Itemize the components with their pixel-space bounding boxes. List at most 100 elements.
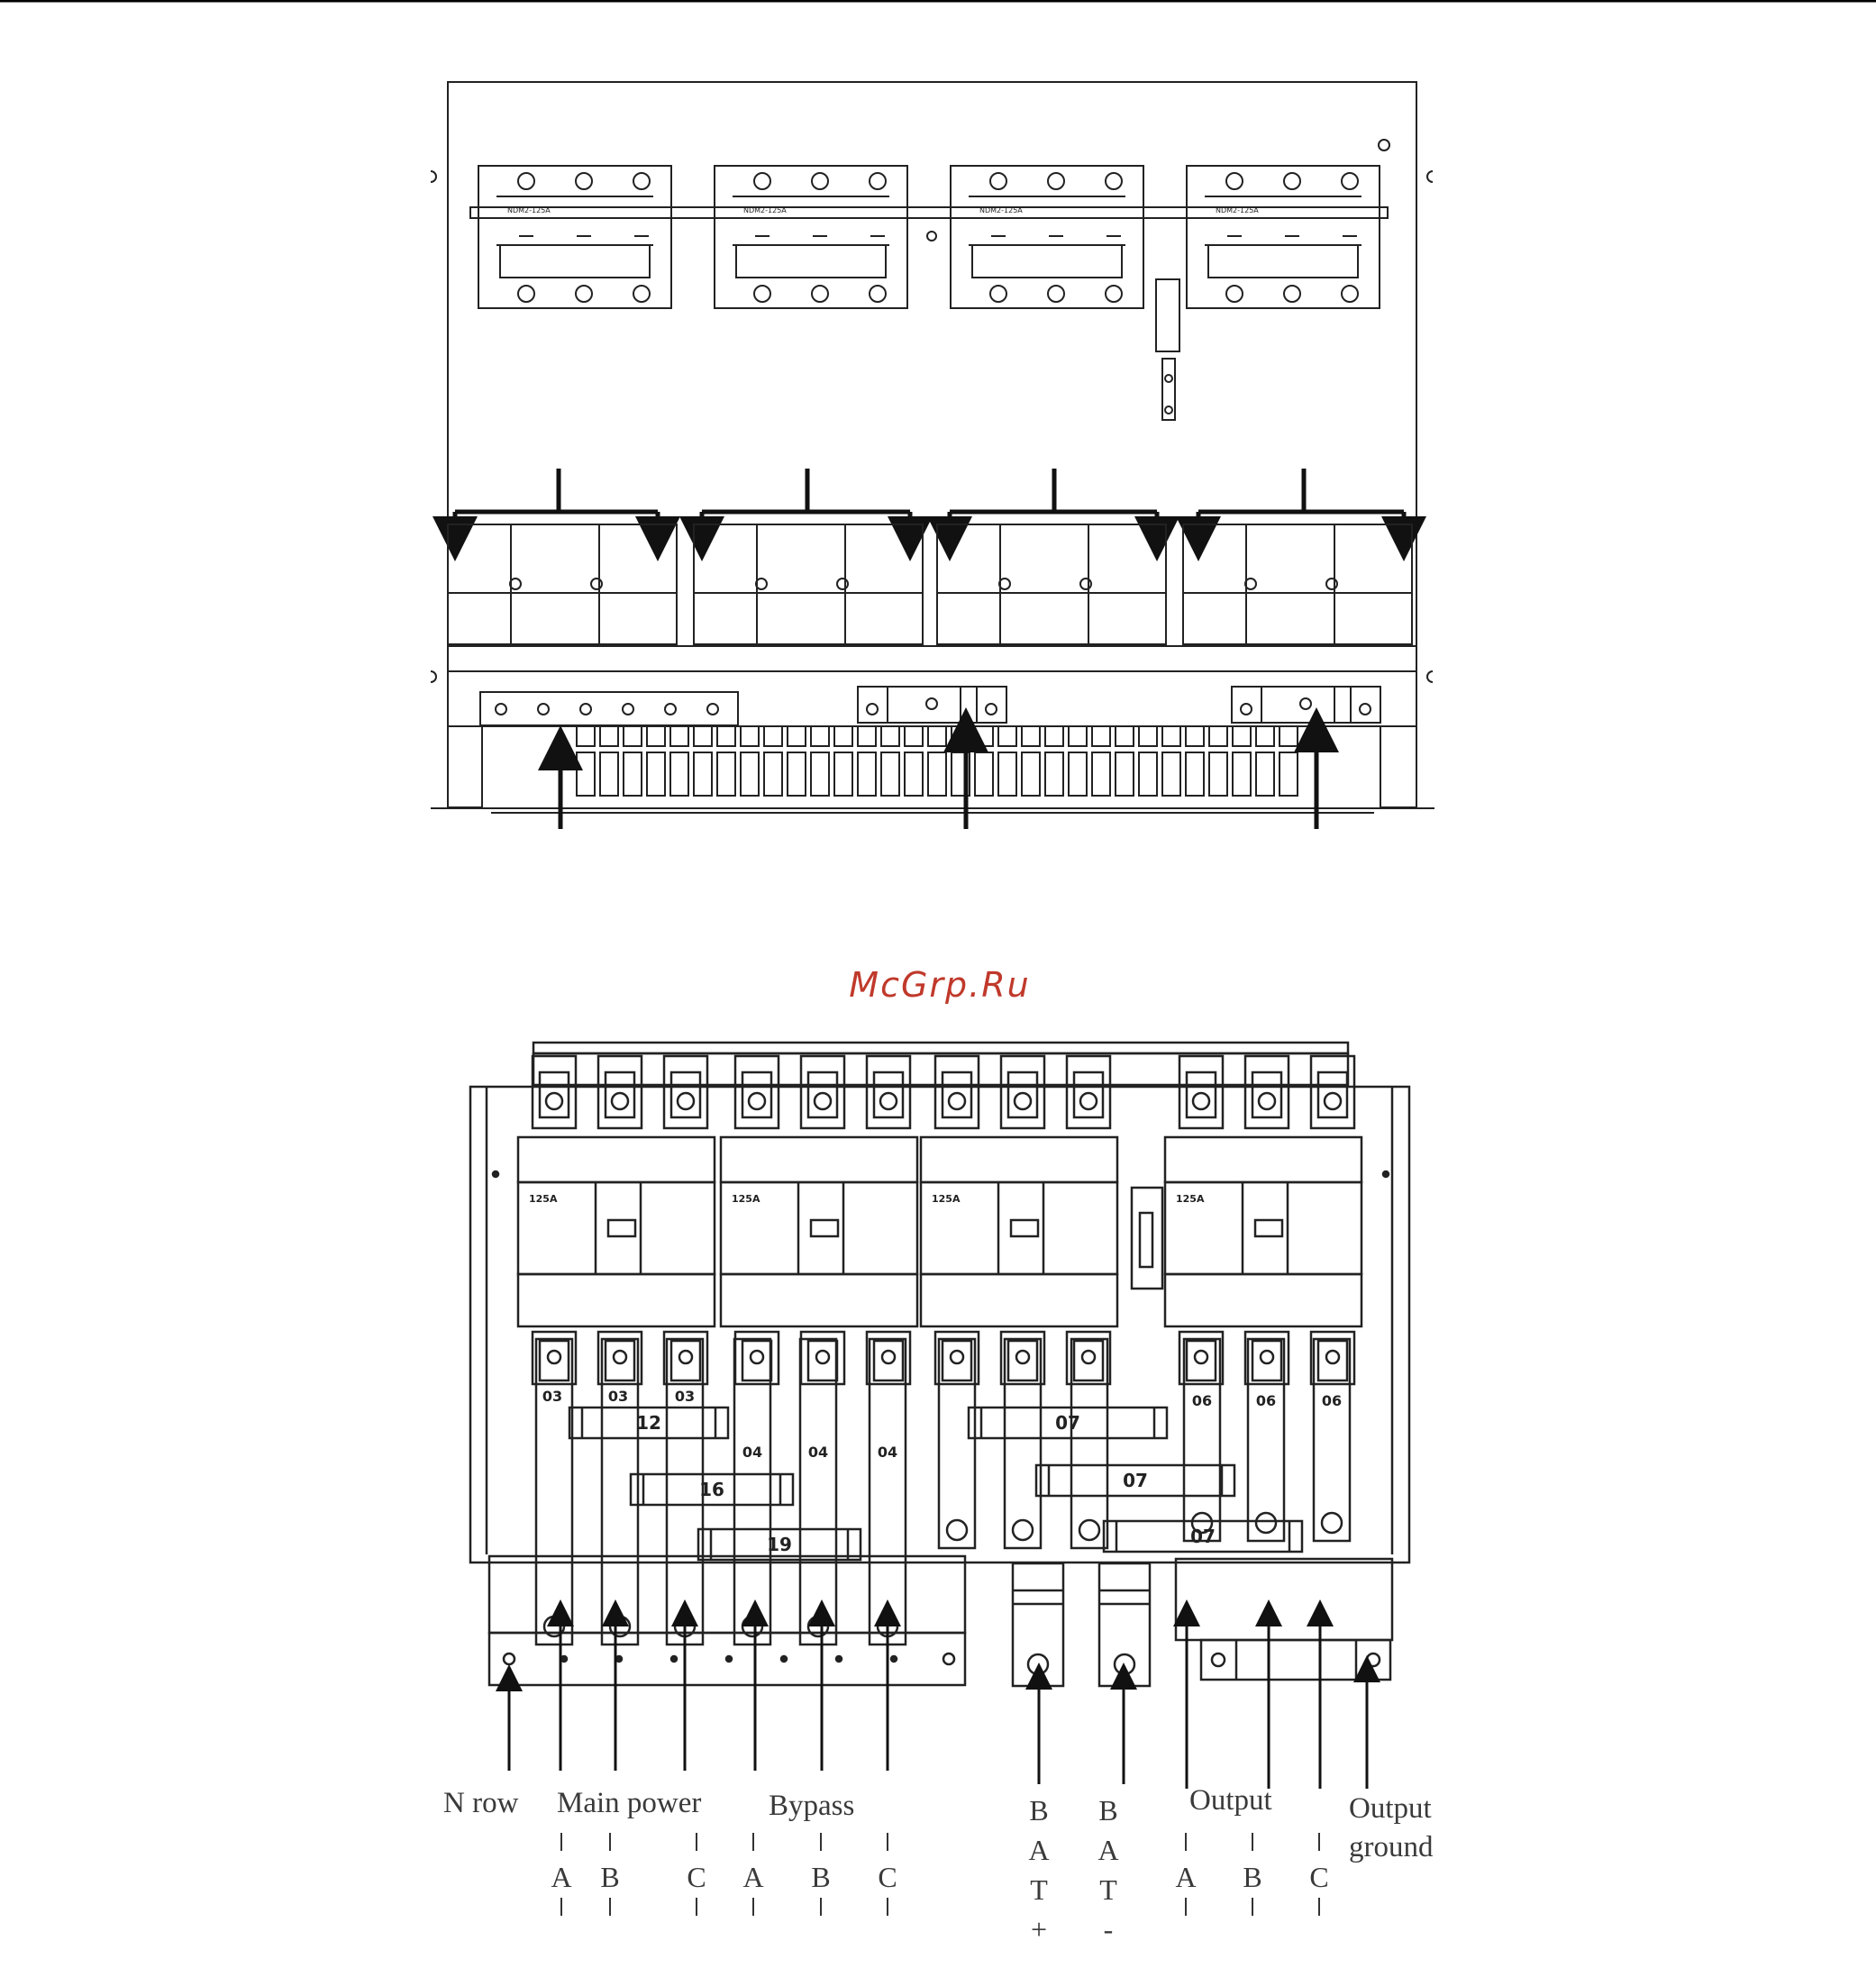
- vent-slot: [1280, 726, 1298, 746]
- terminal-screw: [837, 579, 848, 589]
- top-lug-screw: [1080, 1093, 1097, 1109]
- breaker-switch-row: [972, 245, 1122, 278]
- svg-text:A: A: [1175, 1861, 1196, 1893]
- vent-slot: [834, 752, 852, 796]
- svg-text:B: B: [1243, 1861, 1261, 1893]
- terminal-screw: [1226, 286, 1243, 302]
- bar-terminal-hole: [1079, 1520, 1099, 1540]
- vent-slot: [1045, 752, 1063, 796]
- label-bat-minus: BAT-: [1097, 1794, 1118, 1945]
- top-lug: [1318, 1072, 1347, 1117]
- bottom-lug: [1252, 1341, 1281, 1380]
- bar-number: 16: [699, 1479, 724, 1500]
- terminal-block-3: [937, 524, 1166, 644]
- side-panel: [448, 726, 482, 807]
- breaker-label: NDM2-125A: [979, 206, 1023, 214]
- top-lug-screw: [1193, 1093, 1209, 1109]
- n-bar-hole: [623, 704, 633, 715]
- terminal-screw: [1048, 173, 1064, 189]
- top-lug-screw: [678, 1093, 694, 1109]
- bar-number: 06: [1322, 1392, 1342, 1409]
- terminal-block: [937, 524, 1166, 644]
- phase-label: B: [600, 1833, 619, 1916]
- top-lug: [1074, 1072, 1103, 1117]
- label-output-ground-1: Output: [1349, 1792, 1432, 1825]
- bar-number: 06: [1192, 1392, 1212, 1409]
- vent-slot: [577, 726, 595, 746]
- vent-slot: [647, 726, 665, 746]
- vent-slot: [905, 726, 923, 746]
- bridge-link: [1132, 1188, 1162, 1289]
- bottom-lug-screw: [1195, 1351, 1207, 1363]
- vent-slot: [928, 752, 946, 796]
- vent-slot: [1069, 726, 1087, 746]
- vent-slot: [764, 752, 782, 796]
- vertical-bus-bar: [1005, 1339, 1041, 1548]
- terminal-screw: [870, 286, 886, 302]
- phase-label: A: [551, 1833, 571, 1916]
- watermark: McGrp.Ru: [849, 965, 1030, 1005]
- vent-slot: [1022, 726, 1040, 746]
- svg-text:T: T: [1030, 1873, 1048, 1906]
- n-bar-hole: [665, 704, 676, 715]
- bat-bus-bar: [858, 687, 1006, 723]
- top-lug-screw: [949, 1093, 965, 1109]
- vent-slot: [717, 752, 735, 796]
- n-row-hole: [726, 1656, 732, 1662]
- cabinet-outline: [448, 82, 1416, 808]
- vent-slot: [975, 726, 993, 746]
- n-row-hole: [891, 1656, 897, 1662]
- terminal-screw: [576, 173, 592, 189]
- bat-plus-terminal: [1013, 1563, 1063, 1686]
- svg-text:T: T: [1099, 1873, 1117, 1906]
- side-notch: [1427, 671, 1433, 682]
- vent-slot: [1069, 752, 1087, 796]
- svg-text:B: B: [600, 1861, 619, 1893]
- vent-slot: [1280, 752, 1298, 796]
- bat-minus-terminal: [1099, 1563, 1150, 1686]
- bar-terminal-hole: [947, 1520, 967, 1540]
- vent-slot: [1233, 726, 1251, 746]
- breaker-switch-row: [736, 245, 886, 278]
- terminal-screw: [1284, 286, 1300, 302]
- terminal-screw: [1048, 286, 1064, 302]
- phase-label: C: [687, 1833, 706, 1916]
- vent-slot: [647, 752, 665, 796]
- breaker-bottom: [1165, 1274, 1361, 1326]
- vent-slot: [1045, 726, 1063, 746]
- cross-bar-07-c: 07: [1104, 1521, 1302, 1552]
- terminal-screw: [1080, 579, 1091, 589]
- vent-slot: [670, 726, 688, 746]
- n-bus-bar: [480, 692, 738, 725]
- top-lug: [671, 1072, 700, 1117]
- bottom-lug: [671, 1341, 700, 1380]
- bottom-lug-screw: [751, 1351, 763, 1363]
- bottom-lug: [808, 1341, 837, 1380]
- n-row-hole: [943, 1654, 954, 1664]
- top-lug: [1187, 1072, 1216, 1117]
- terminal-screw: [990, 286, 1006, 302]
- breaker-4: NDM2-125A: [1187, 166, 1380, 308]
- vent-slot: [998, 752, 1016, 796]
- bar-terminal-hole: [1256, 1513, 1276, 1533]
- svg-text:C: C: [1309, 1861, 1328, 1893]
- phase-label: A: [1175, 1833, 1196, 1916]
- n-row-hole: [616, 1656, 622, 1662]
- bottom-lug-screw: [951, 1351, 963, 1363]
- vent-slot: [998, 726, 1016, 746]
- label-output: Output: [1189, 1784, 1272, 1817]
- side-panel: [1380, 726, 1416, 807]
- bottom-lug: [742, 1341, 771, 1380]
- terminal-screw: [812, 173, 828, 189]
- terminal-screw: [1342, 286, 1358, 302]
- vent-slot: [694, 752, 712, 796]
- vent-slot: [881, 752, 899, 796]
- breaker-switch-row: [500, 245, 650, 278]
- svg-text:A: A: [1097, 1834, 1118, 1866]
- breaker-1: NDM2-125A: [478, 166, 671, 308]
- breaker-label: NDM2-125A: [1216, 206, 1259, 214]
- phase-label: B: [1243, 1833, 1261, 1916]
- breaker-top: [921, 1137, 1117, 1182]
- bottom-lug: [943, 1341, 971, 1380]
- top-lug: [943, 1072, 971, 1117]
